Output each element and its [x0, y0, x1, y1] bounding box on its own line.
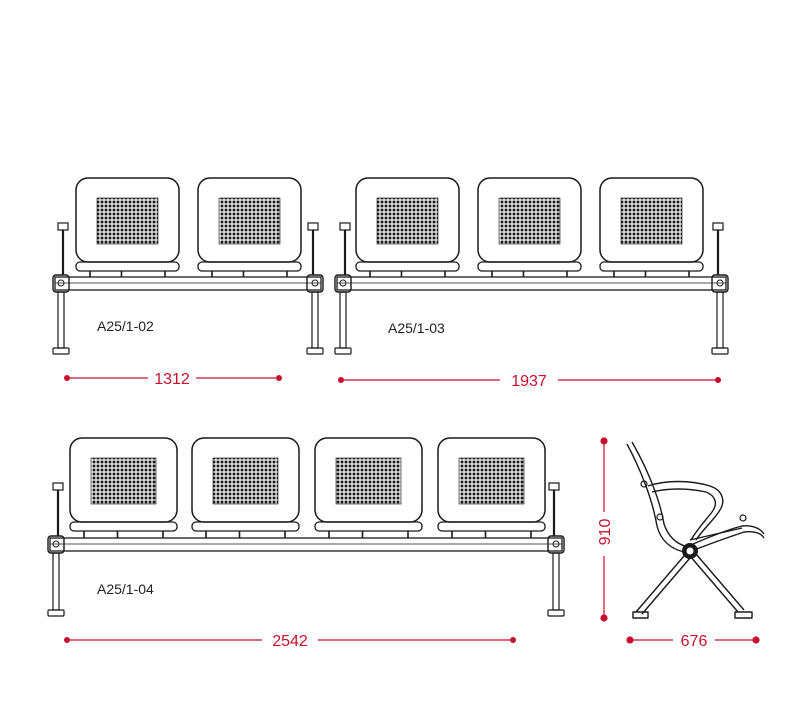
- model-code-2-seat: A25/1-02: [97, 318, 154, 334]
- perforated-panel: [90, 457, 157, 505]
- leg-foot: [52, 347, 70, 355]
- depth-value: 676: [681, 633, 708, 650]
- perforated-panel: [218, 197, 281, 245]
- width-dimension-2-seat: 1312: [64, 371, 282, 388]
- width-value-3-seat: 1937: [511, 373, 547, 390]
- dimension-endpoint: [510, 637, 516, 643]
- height-value: 910: [597, 519, 614, 546]
- armrest-cap: [548, 482, 560, 491]
- armrest-cap: [307, 222, 319, 231]
- perforated-panel: [458, 457, 525, 505]
- armrest-cap: [712, 222, 724, 231]
- width-dimension-3-seat: 1937: [338, 373, 721, 390]
- seat-pan: [477, 261, 582, 272]
- dimension-endpoint: [276, 375, 282, 381]
- bench-two-seat: [52, 177, 324, 355]
- bench-leg: [52, 552, 60, 611]
- bench-three-seat: [334, 177, 729, 355]
- leg-foot: [47, 609, 65, 617]
- side-view: 910 676: [597, 437, 765, 650]
- seat-pan: [69, 521, 178, 532]
- seat-pan: [355, 261, 460, 272]
- perforated-panel: [498, 197, 561, 245]
- seat-pan: [599, 261, 704, 272]
- leg-foot: [547, 609, 565, 617]
- dimension-endpoint: [715, 377, 721, 383]
- dimension-endpoint: [64, 637, 70, 643]
- depth-dimension: [626, 636, 760, 644]
- height-dimension: [600, 437, 608, 622]
- leg-foot: [334, 347, 352, 355]
- bench-leg: [552, 552, 560, 611]
- seat-pan: [191, 521, 300, 532]
- perforated-panel: [620, 197, 683, 245]
- armrest-cap: [57, 222, 69, 231]
- perforated-panel: [96, 197, 159, 245]
- bench-leg: [57, 291, 65, 349]
- perforated-panel: [376, 197, 439, 245]
- dimension-endpoint: [338, 377, 344, 383]
- width-value-2-seat: 1312: [154, 371, 190, 388]
- seat-pan: [197, 261, 302, 272]
- armrest-cap: [52, 482, 64, 491]
- bench-leg: [339, 291, 347, 349]
- seat-pan: [75, 261, 180, 272]
- width-value-4-seat: 2542: [272, 633, 308, 650]
- side-view-chair: [626, 441, 765, 619]
- leg-foot: [306, 347, 324, 355]
- leg-foot: [711, 347, 729, 355]
- bench-leg: [311, 291, 319, 349]
- bench-four-seat: [47, 437, 565, 617]
- model-code-4-seat: A25/1-04: [97, 581, 154, 597]
- bench-leg: [716, 291, 724, 349]
- dimension-endpoint: [64, 375, 70, 381]
- model-code-3-seat: A25/1-03: [388, 320, 445, 336]
- width-dimension-4-seat: 2542: [64, 633, 516, 650]
- perforated-panel: [212, 457, 279, 505]
- seat-pan: [437, 521, 546, 532]
- seat-pan: [314, 521, 423, 532]
- armrest-cap: [339, 222, 351, 231]
- perforated-panel: [335, 457, 402, 505]
